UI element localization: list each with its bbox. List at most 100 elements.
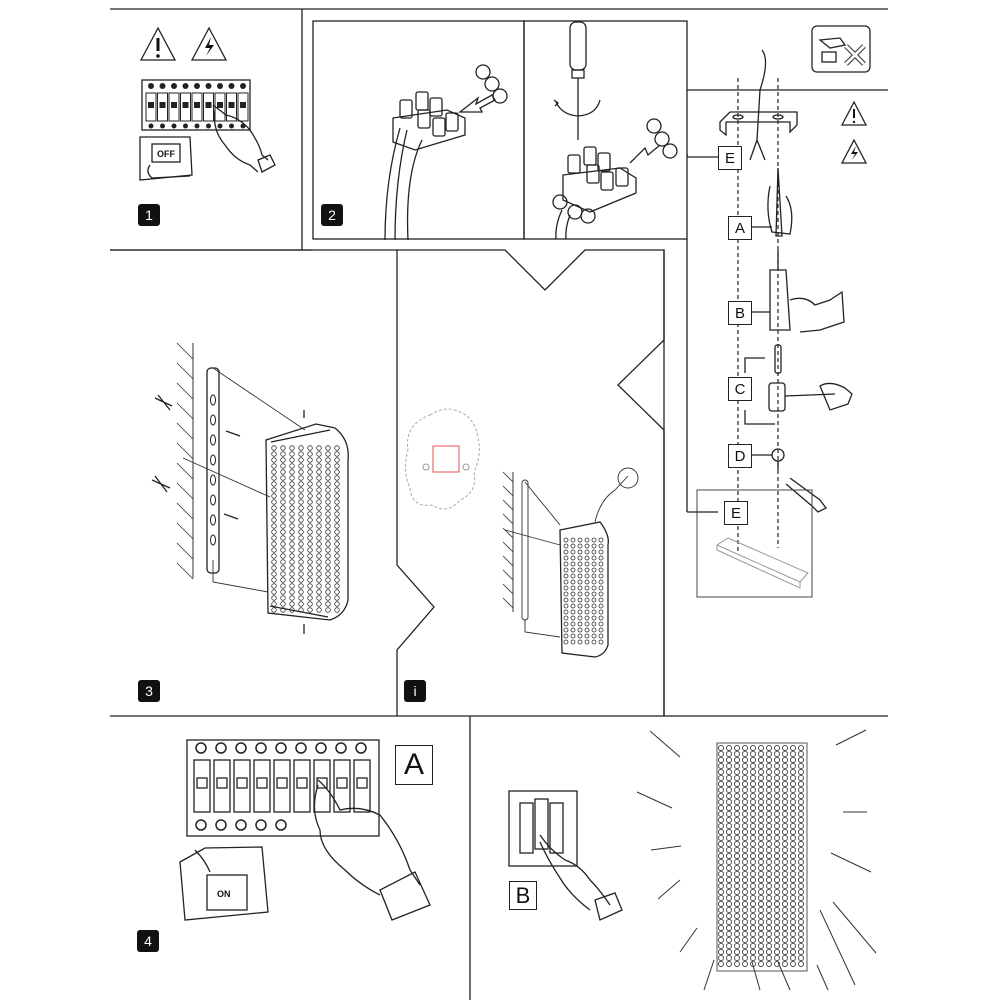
bead: [298, 463, 304, 469]
bead: [718, 745, 725, 752]
assembly-line: [504, 481, 561, 638]
bead: [774, 841, 781, 848]
label-box-b: B: [728, 301, 752, 325]
bead: [734, 955, 741, 962]
bead: [334, 601, 340, 607]
bead: [758, 781, 765, 788]
bead: [718, 853, 725, 860]
bead: [289, 565, 295, 571]
bead: [271, 541, 277, 547]
bead: [742, 853, 749, 860]
bead: [271, 565, 277, 571]
bead: [280, 463, 286, 469]
light-ray: [816, 964, 829, 991]
bead: [316, 451, 322, 457]
bead: [307, 511, 313, 517]
bead: [570, 567, 576, 573]
bead: [325, 547, 331, 553]
bead: [726, 925, 733, 932]
bead: [325, 469, 331, 475]
bead: [316, 553, 322, 559]
bead: [271, 469, 277, 475]
breaker-terminal: [335, 742, 347, 754]
bead: [758, 835, 765, 842]
bead: [298, 595, 304, 601]
bead: [774, 769, 781, 776]
bead: [563, 639, 569, 645]
bead: [726, 787, 733, 794]
bead: [280, 511, 286, 517]
bead: [790, 829, 797, 836]
bead: [307, 469, 313, 475]
bead: [718, 865, 725, 872]
bead: [750, 907, 757, 914]
breaker-terminal: [215, 819, 227, 831]
bead: [758, 871, 765, 878]
breaker-terminal: [240, 83, 246, 89]
bead: [334, 445, 340, 451]
bead: [598, 549, 604, 555]
breaker-terminal: [159, 83, 166, 89]
bead: [298, 571, 304, 577]
bead: [742, 787, 749, 794]
bead: [298, 601, 304, 607]
breaker-terminal: [235, 819, 247, 831]
bead: [742, 889, 749, 896]
bead: [742, 883, 749, 890]
bead: [591, 549, 597, 555]
bead: [766, 901, 773, 908]
bead: [325, 457, 331, 463]
breaker-toggle: [182, 102, 189, 108]
breaker-switch: [193, 759, 211, 813]
bead: [774, 781, 781, 788]
bead: [271, 601, 277, 607]
bead: [280, 547, 286, 553]
bead: [316, 547, 322, 553]
bead: [726, 823, 733, 830]
wall-switch: [508, 790, 578, 867]
breaker-switch: [293, 759, 311, 813]
bead: [798, 955, 805, 962]
bead: [734, 943, 741, 950]
bead: [280, 487, 286, 493]
bead: [742, 841, 749, 848]
bead: [316, 481, 322, 487]
bead: [726, 895, 733, 902]
bead: [570, 621, 576, 627]
bead: [758, 907, 765, 914]
bead: [334, 559, 340, 565]
bead: [577, 615, 583, 621]
bead: [798, 781, 805, 788]
bead: [563, 567, 569, 573]
lit-beaded-lamp: [716, 742, 808, 972]
bead: [790, 787, 797, 794]
bead: [570, 633, 576, 639]
bead: [334, 517, 340, 523]
bead: [750, 859, 757, 866]
bead: [718, 931, 725, 938]
bead: [334, 523, 340, 529]
bead: [718, 817, 725, 824]
bead: [798, 949, 805, 956]
bead: [766, 805, 773, 812]
bead: [280, 529, 286, 535]
bead: [750, 775, 757, 782]
bead: [563, 579, 569, 585]
panel-step-2a: [312, 20, 525, 240]
drill-icon: [769, 250, 845, 333]
bead: [798, 943, 805, 950]
bead: [307, 457, 313, 463]
bead: [584, 603, 590, 609]
bead: [307, 535, 313, 541]
bead: [734, 823, 741, 830]
bead: [316, 571, 322, 577]
bead: [298, 607, 304, 613]
bead: [734, 895, 741, 902]
bead: [298, 523, 304, 529]
bead: [782, 943, 789, 950]
light-ray: [819, 909, 856, 986]
bead: [325, 601, 331, 607]
bead: [289, 595, 295, 601]
bead: [750, 901, 757, 908]
bead: [758, 901, 765, 908]
